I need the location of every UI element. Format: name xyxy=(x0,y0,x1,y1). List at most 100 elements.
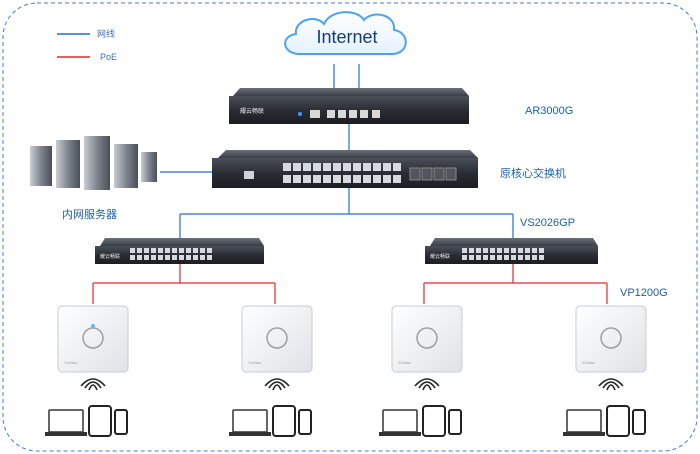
phone-icon xyxy=(298,409,312,435)
port xyxy=(525,255,530,260)
wifi-icon xyxy=(422,384,432,391)
port xyxy=(193,255,198,260)
port xyxy=(490,255,495,260)
wifi-icon xyxy=(268,381,286,389)
port xyxy=(504,248,509,253)
access-point-3: Yunlian xyxy=(391,305,463,373)
sfp-port xyxy=(409,167,421,181)
port xyxy=(158,248,163,253)
port xyxy=(193,248,198,253)
port xyxy=(283,163,291,171)
port xyxy=(172,255,177,260)
svg-text:Yunlian: Yunlian xyxy=(64,360,77,365)
port xyxy=(293,163,301,171)
port xyxy=(151,248,156,253)
port xyxy=(343,175,351,183)
phone-icon xyxy=(448,409,462,435)
core-switch-label: 原核心交换机 xyxy=(500,166,566,180)
sfp-port xyxy=(421,167,433,181)
legend: 网线 PoE xyxy=(57,28,117,62)
port xyxy=(363,175,371,183)
tablet-icon xyxy=(606,405,630,437)
wifi-icon xyxy=(264,378,290,387)
port xyxy=(383,175,391,183)
port xyxy=(518,248,523,253)
port xyxy=(469,248,474,253)
wifi-icon xyxy=(606,384,616,391)
wifi-icon xyxy=(88,384,98,391)
client-group xyxy=(229,378,312,437)
core-switch-device xyxy=(212,150,478,188)
port xyxy=(200,248,205,253)
router-brand: 耀云畅联 xyxy=(240,107,264,115)
port xyxy=(353,163,361,171)
port xyxy=(207,255,212,260)
wifi-icon xyxy=(80,378,106,387)
svg-text:Yunlian: Yunlian xyxy=(582,360,595,365)
port xyxy=(144,255,149,260)
svg-text:Yunlian: Yunlian xyxy=(398,360,411,365)
tablet-icon xyxy=(422,405,446,437)
port xyxy=(462,255,467,260)
port xyxy=(323,175,331,183)
poe-switch-right-brand: 耀云畅联 xyxy=(430,253,450,260)
laptop-icon xyxy=(566,409,602,433)
internet-label: Internet xyxy=(316,27,377,47)
access-point-1: Yunlian xyxy=(57,305,129,373)
access-point-4: Yunlian xyxy=(575,305,647,373)
poe-switch-right-ports xyxy=(462,248,544,260)
port xyxy=(137,248,142,253)
wifi-icon xyxy=(602,381,620,389)
port xyxy=(518,255,523,260)
client-group xyxy=(563,378,646,437)
port xyxy=(313,175,321,183)
laptop-icon xyxy=(232,409,268,433)
port xyxy=(172,248,177,253)
port xyxy=(497,255,502,260)
port xyxy=(158,255,163,260)
phone-icon xyxy=(632,409,646,435)
port xyxy=(383,163,391,171)
port xyxy=(207,248,212,253)
access-point-model-label: VP1200G xyxy=(620,287,668,299)
port xyxy=(165,255,170,260)
port xyxy=(179,255,184,260)
port xyxy=(373,175,381,183)
port xyxy=(373,163,381,171)
port xyxy=(462,248,467,253)
port xyxy=(137,255,142,260)
legend-label-poe: PoE xyxy=(100,52,117,62)
port xyxy=(539,255,544,260)
port xyxy=(333,163,341,171)
port xyxy=(343,163,351,171)
wifi-icon xyxy=(418,381,436,389)
server-rack xyxy=(30,136,157,190)
port xyxy=(151,255,156,260)
poe-switch-model-label: VS2026GP xyxy=(520,217,575,229)
port xyxy=(393,175,401,183)
port xyxy=(186,248,191,253)
distribution-lines xyxy=(179,188,514,238)
wifi-icon xyxy=(598,378,624,387)
port xyxy=(200,255,205,260)
core-switch-ports xyxy=(283,163,457,183)
port xyxy=(539,248,544,253)
port xyxy=(179,248,184,253)
client-group xyxy=(45,378,128,437)
uplink-lines xyxy=(333,64,360,90)
port xyxy=(483,255,488,260)
port xyxy=(333,175,341,183)
port xyxy=(186,255,191,260)
port xyxy=(353,175,361,183)
tablet-icon xyxy=(272,405,296,437)
laptop-icon xyxy=(48,409,84,433)
port xyxy=(469,255,474,260)
port xyxy=(283,175,291,183)
wifi-icon xyxy=(84,381,102,389)
port xyxy=(313,163,321,171)
port xyxy=(476,248,481,253)
phone-icon xyxy=(114,409,128,435)
wifi-icon xyxy=(272,384,282,391)
